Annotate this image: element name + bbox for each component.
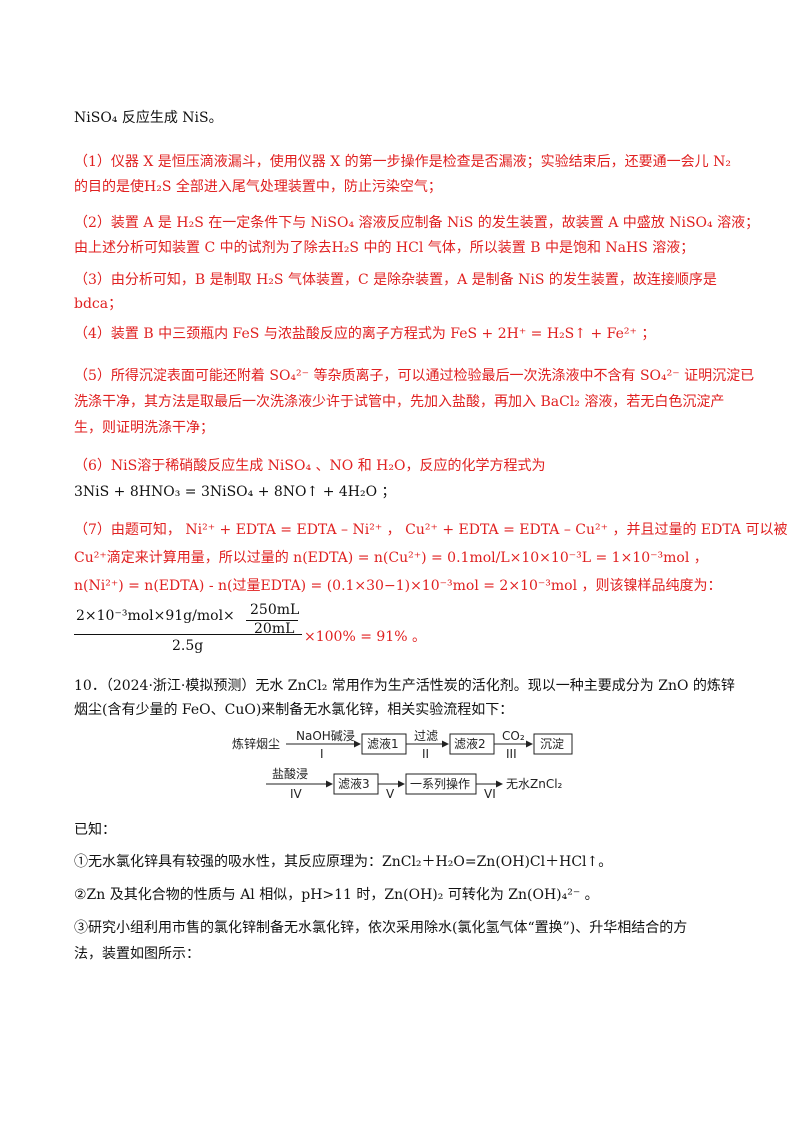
answer-3-line-2: bdca； (74, 296, 123, 312)
flow-step-2-number: II (422, 747, 429, 761)
answer-2-line-2: 由上述分析可知装置 C 中的试剂为了除去H₂S 中的 HCl 气体，所以装置 B… (74, 240, 695, 256)
answer-2-line-1: （2）装置 A 是 H₂S 在一定条件下与 NiSO₄ 溶液反应制备 NiS 的… (74, 215, 760, 231)
flow-end-label: 无水ZnCl₂ (506, 777, 563, 791)
fraction-denominator: 2.5g (172, 638, 204, 654)
answer-5-line-2: 洗涤干净，其方法是取最后一次洗涤液少许于试管中，先加入盐酸，再加入 BaCl₂ … (74, 394, 725, 410)
flow-step-1-number: I (320, 747, 324, 761)
known-item-3-line-2: 法，装置如图所示： (74, 946, 200, 962)
fraction-result: ×100% = 91% 。 (304, 629, 426, 645)
process-flow-diagram: 炼锌烟尘 NaOH碱浸 I 滤液1 过滤 II 滤液2 CO₂ III 沉淀 盐… (232, 729, 573, 801)
known-item-3-line-1: ③研究小组利用市售的氯化锌制备无水氯化锌，依次采用除水(氯化氢气体“置换”)、升… (74, 920, 688, 936)
flow-step-3-number: III (506, 747, 517, 761)
flow-box-3-label: 沉淀 (540, 737, 564, 751)
answer-3-line-1: （3）由分析可知，B 是制取 H₂S 气体装置，C 是除杂装置，A 是制备 Ni… (74, 272, 717, 288)
main-fraction-bar (74, 634, 302, 635)
answer-1-line-1: （1）仪器 X 是恒压滴液漏斗，使用仪器 X 的第一步操作是检查是否漏液；实验结… (74, 154, 731, 170)
known-heading: 已知： (74, 822, 116, 838)
answer-7-line-3: n(Ni²⁺) = n(EDTA) - n(过量EDTA) = (0.1×30−… (74, 578, 722, 594)
flow-step-1-label: NaOH碱浸 (296, 729, 355, 743)
inner-fraction-bar (246, 620, 298, 621)
inner-numerator: 250mL (250, 602, 300, 618)
question-10-line-2: 烟尘(含有少量的 FeO、CuO)来制备无水氯化锌，相关实验流程如下： (74, 702, 514, 718)
question-10-line-1: 10．（2024·浙江·模拟预测）无水 ZnCl₂ 常用作为生产活性炭的活化剂。… (74, 678, 735, 694)
answer-5-line-1: （5）所得沉淀表面可能还附着 SO₄²⁻ 等杂质离子，可以通过检验最后一次洗涤液… (74, 368, 755, 384)
fraction-numerator: 2×10⁻³mol×91g/mol× (76, 608, 235, 624)
flow-step-5-number: V (386, 787, 395, 801)
answer-7-line-2: Cu²⁺滴定来计算用量，所以过量的 n(EDTA) = n(Cu²⁺) = 0.… (74, 550, 708, 566)
flow-step-4-label: 盐酸浸 (272, 766, 308, 781)
text-line: NiSO₄ 反应生成 NiS。 (74, 110, 223, 126)
purity-fraction: 2×10⁻³mol×91g/mol× 250mL 20mL 2.5g ×100%… (74, 602, 426, 660)
known-item-2: ②Zn 及其化合物的性质与 Al 相似，pH>11 时，Zn(OH)₂ 可转化为… (74, 887, 599, 903)
flow-box-1-label: 滤液1 (367, 736, 399, 751)
answer-6-line-1: （6）NiS溶于稀硝酸反应生成 NiSO₄ 、NO 和 H₂O，反应的化学方程式… (74, 458, 546, 474)
flow-box-5-label: 一系列操作 (410, 776, 470, 791)
answer-4-line-1: （4）装置 B 中三颈瓶内 FeS 与浓盐酸反应的离子方程式为 FeS + 2H… (74, 326, 656, 342)
flow-start-label: 炼锌烟尘 (232, 736, 280, 751)
flow-step-6-number: VI (484, 787, 496, 801)
answer-7-line-1: （7）由题可知， Ni²⁺ + EDTA = EDTA – Ni²⁺ ， Cu²… (74, 522, 788, 538)
answer-5-line-3: 生，则证明洗涤干净； (74, 420, 214, 436)
flow-box-4-label: 滤液3 (338, 776, 370, 791)
known-item-1: ①无水氯化锌具有较强的吸水性，其反应原理为：ZnCl₂＋H₂O=Zn(OH)Cl… (74, 854, 613, 870)
inner-denominator: 20mL (254, 621, 295, 637)
flow-step-2-label: 过滤 (414, 729, 438, 743)
flow-step-3-label: CO₂ (502, 729, 525, 743)
flow-box-2-label: 滤液2 (454, 736, 486, 751)
answer-1-line-2: 的目的是使H₂S 全部进入尾气处理装置中，防止污染空气； (74, 179, 442, 195)
flow-step-4-number: IV (290, 787, 303, 801)
flow-box-3 (533, 733, 573, 755)
answer-6-equation: 3NiS + 8HNO₃ = 3NiSO₄ + 8NO↑ + 4H₂O ； (74, 484, 396, 500)
